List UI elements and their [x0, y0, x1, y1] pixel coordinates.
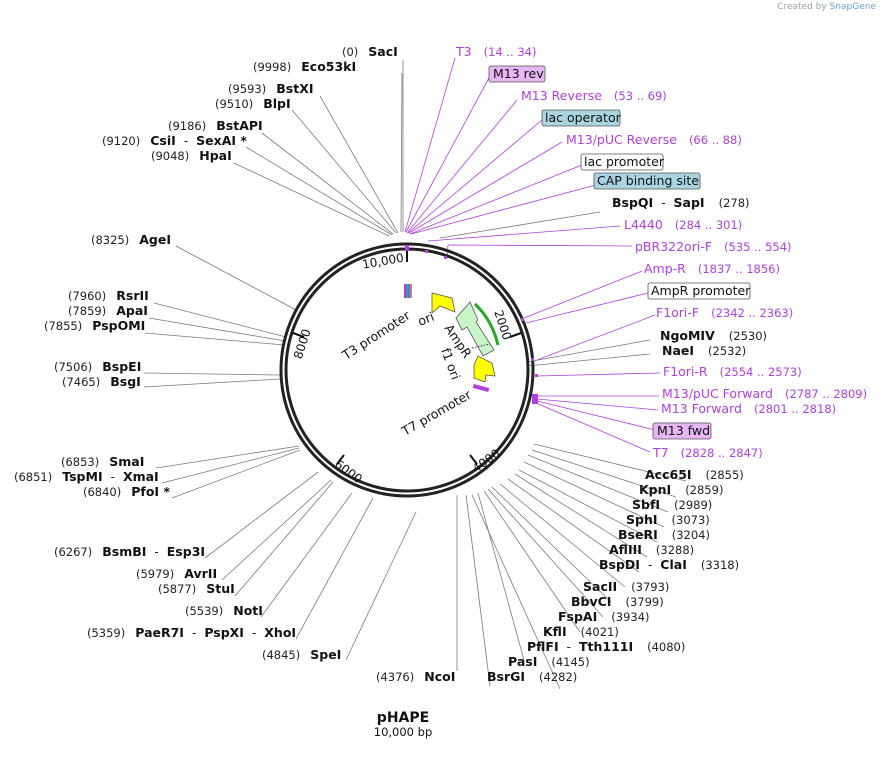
enzyme-bstxi: (9593)BstXI: [228, 81, 313, 96]
snapgene-logo: SnapGene: [829, 2, 876, 12]
enzyme-naei: NaeI(2532): [662, 343, 746, 358]
primer-m13-forward: M13 Forward(2801 .. 2818): [661, 401, 836, 416]
enzyme-ngomiv: NgoMIV(2530): [660, 328, 767, 343]
primer-m13-puc-forward: M13/pUC Forward(2787 .. 2809): [662, 386, 867, 401]
enzyme-aflIII: AflIII(3288): [609, 542, 694, 557]
t3-promoter-label: T3 promoter: [339, 307, 414, 363]
feature-lac-promoter: lac promoter: [580, 153, 665, 171]
enzyme-bsgi: (7465)BsgI: [62, 374, 141, 389]
enzyme-bstapi: (9186)BstAPI: [168, 118, 263, 133]
feature-lac-operator-label: lac operator: [545, 110, 622, 125]
primer-f1ori-f: F1ori-F(2342 .. 2363): [656, 305, 793, 320]
enzyme-eco53ki: (9998)Eco53kI: [253, 59, 356, 74]
enzyme-spei: (4845)SpeI: [262, 647, 341, 662]
enzyme-ncoi: (4376)NcoI: [376, 669, 455, 684]
enzyme-bbvci: BbvCI(3799): [571, 594, 664, 609]
enzyme-hpai: (9048)HpaI: [151, 148, 232, 163]
enzyme-labels-right: (0)SacI (9998)Eco53kI BspQI-SapI(278) Ng…: [253, 44, 767, 684]
enzyme-csii-sexai: (9120)CsiI-SexAI *: [102, 133, 247, 148]
feature-ampr-promoter: AmpR promoter: [647, 282, 751, 300]
enzyme-paer7i-pspxi-xhoi: (5359)PaeR7I-PspXI-XhoI: [87, 625, 296, 640]
enzyme-tspmi-xmai: (6851)TspMI-XmaI: [14, 469, 159, 484]
f1ori-r-mark: [535, 374, 538, 377]
primer-leader-lines: [404, 57, 661, 453]
feature-m13-rev-label: M13 rev: [493, 66, 544, 81]
enzyme-leader-lines: [143, 60, 687, 690]
enzyme-bsrgi: BsrGI(4282): [487, 669, 577, 684]
mcs-feature-marks: [404, 245, 538, 404]
enzyme-fspai: FspAI(3934): [558, 609, 650, 624]
enzyme-bspqi-sapi: BspQI-SapI(278): [612, 195, 750, 210]
plasmid-name: pHAPE: [377, 710, 429, 726]
tick-marks: [292, 250, 522, 465]
tick-label-10000: 10,000: [361, 251, 405, 272]
enzyme-acc65i: Acc65I(2855): [645, 467, 744, 482]
feature-m13-fwd-label: M13 fwd: [657, 423, 710, 438]
primer-labels: T3(14 .. 34) M13 Reverse(53 .. 69) M13/p…: [455, 44, 867, 460]
primer-amp-r: Amp-R(1837 .. 1856): [644, 261, 780, 276]
enzyme-sbfi: SbfI(2989): [632, 497, 712, 512]
primer-t7: T7(2828 .. 2847): [652, 445, 763, 460]
boxed-feature-labels: M13 rev lac operator lac promoter CAP bi…: [488, 65, 751, 440]
pbr322ori-mark: [444, 256, 447, 259]
enzyme-smai: (6853)SmaI: [61, 454, 144, 469]
t7-promoter-label: T7 promoter: [398, 386, 474, 439]
f1-ori-arrow: [473, 355, 496, 383]
feature-cap-binding-site: CAP binding site: [593, 172, 701, 190]
enzyme-stui: (5877)StuI: [158, 581, 235, 596]
primer-origin-mark: [405, 245, 409, 251]
feature-lac-promoter-label: lac promoter: [584, 154, 665, 169]
tick-label-8000: 8000: [291, 327, 314, 360]
ampr-dots: [471, 343, 491, 349]
credit-prefix: Created by: [777, 2, 827, 12]
enzyme-sacl: (0)SacI: [342, 44, 398, 59]
primer-m13-puc-reverse: M13/pUC Reverse(66 .. 88): [566, 132, 742, 147]
ampr-promoter-arc: [473, 302, 500, 346]
plasmid-size: 10,000 bp: [374, 725, 433, 739]
enzyme-rsrii: (7960)RsrII: [68, 288, 149, 303]
f1ori-f-mark: [531, 358, 534, 361]
enzyme-blpi: (9510)BlpI: [215, 96, 291, 111]
lac-operator-mark: [406, 284, 408, 298]
m13-fwd-mark: [532, 394, 538, 404]
t7-mark: [472, 383, 490, 393]
enzyme-apai: (7859)ApaI: [68, 303, 148, 318]
enzyme-sacii: SacII(3793): [583, 579, 669, 594]
feature-ampr-promoter-label: AmpR promoter: [651, 283, 751, 298]
ampr-primer-mark: [521, 318, 524, 321]
feature-m13-fwd: M13 fwd: [652, 422, 712, 440]
feature-m13-rev: M13 rev: [488, 65, 546, 83]
feature-lac-operator: lac operator: [541, 109, 622, 127]
enzyme-pflfi-tth111i: PflFI-Tth111I(4080): [527, 639, 685, 654]
enzyme-labels-left: (9593)BstXI (9510)BlpI (9186)BstAPI (912…: [14, 81, 455, 684]
enzyme-pasi: PasI(4145): [508, 654, 590, 669]
primer-t3: T3(14 .. 34): [455, 44, 536, 59]
enzyme-bspei: (7506)BspEI: [54, 359, 141, 374]
lac-promoter-mark: [408, 284, 410, 298]
t3-mark: [404, 284, 406, 298]
primer-pbr322ori-f: pBR322ori-F(535 .. 554): [635, 239, 792, 254]
enzyme-sphi: SphI(3073): [626, 512, 710, 527]
ori-arrow: [431, 292, 456, 314]
enzyme-pfoi: (6840)PfoI *: [83, 484, 170, 499]
enzyme-bspdi-clai: BspDI-ClaI(3318): [599, 557, 739, 572]
ampr-arrow: [455, 301, 495, 357]
enzyme-noti: (5539)NotI: [185, 603, 263, 618]
enzyme-bseri: BseRI(3204): [618, 527, 710, 542]
enzyme-bsmbi-esp3i: (6267)BsmBI-Esp3I: [54, 544, 205, 559]
feature-cap-binding-site-label: CAP binding site: [597, 173, 699, 188]
cap-mark: [410, 284, 412, 298]
primer-f1ori-r: F1ori-R(2554 .. 2573): [663, 364, 802, 379]
snapgene-credit: Created by SnapGene: [777, 2, 876, 12]
enzyme-kfli: KflI(4021): [543, 624, 619, 639]
enzyme-kpni: KpnI(2859): [639, 482, 723, 497]
primer-m13-reverse: M13 Reverse(53 .. 69): [521, 88, 667, 103]
ori-label: ori: [416, 309, 437, 329]
enzyme-agei: (8325)AgeI: [91, 232, 171, 247]
primer-l4440: L4440(284 .. 301): [624, 217, 742, 232]
enzyme-avrii: (5979)AvrII: [136, 566, 217, 581]
enzyme-pspomi: (7855)PspOMI: [44, 318, 145, 333]
l4440-mark: [425, 250, 428, 253]
